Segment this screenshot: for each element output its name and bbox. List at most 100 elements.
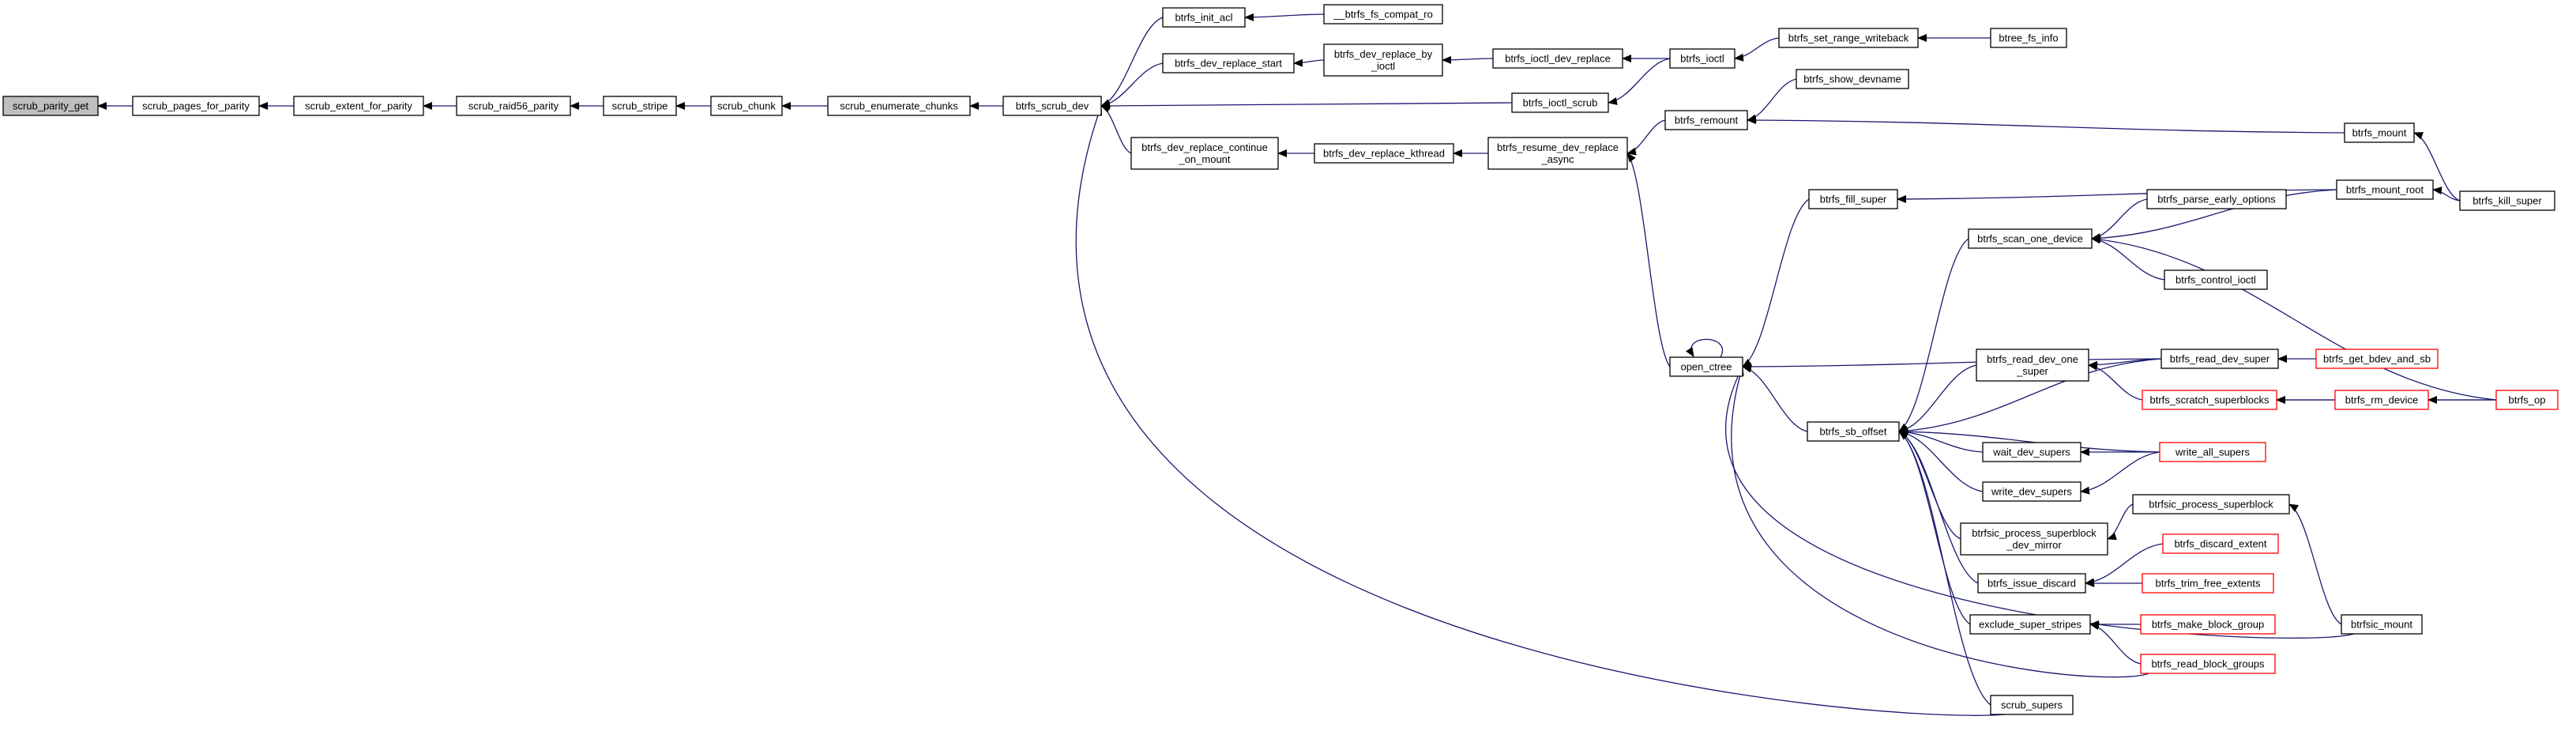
- edge-line: [1898, 429, 1984, 492]
- node-box: [1977, 573, 2086, 594]
- edge-line: [2091, 189, 2337, 243]
- node-box: [2459, 190, 2555, 211]
- node-btrfs-trim-free-extents[interactable]: btrfs_trim_free_extents: [2142, 573, 2274, 594]
- node-btrfs-control-ioctl[interactable]: btrfs_control_ioctl: [2164, 269, 2268, 290]
- node-label: btrfs_mount_root: [2346, 184, 2424, 196]
- node-btrfs-set-range-writeback[interactable]: btrfs_set_range_writeback: [1778, 28, 1919, 48]
- node-btree-fs-info[interactable]: btree_fs_info: [1990, 28, 2067, 48]
- node-label: btrfs_scrub_dev: [1016, 100, 1089, 112]
- node-btrfs-read-dev-super[interactable]: btrfs_read_dev_super: [2160, 349, 2279, 369]
- node-btrfs-show-devname[interactable]: btrfs_show_devname: [1796, 69, 1909, 89]
- node-btrfs-mount[interactable]: btrfs_mount: [2344, 122, 2415, 143]
- node-btrfs-ioctl-scrub[interactable]: btrfs_ioctl_scrub: [1511, 92, 1609, 113]
- edge-open-ctree-to-btrfs-resume-dev-replace-async: [1626, 153, 1671, 367]
- node-btrfsic-process-superblock[interactable]: btrfsic_process_superblock: [2132, 494, 2290, 514]
- node-exclude-super-stripes[interactable]: exclude_super_stripes: [1969, 614, 2091, 635]
- node-label: _dev_mirror: [2006, 539, 2062, 551]
- node-label: btrfs_dev_replace_start: [1175, 58, 1282, 70]
- node-btrfs-read-dev-one-super[interactable]: btrfs_read_dev_one_super: [1976, 349, 2089, 382]
- edge-wait-dev-supers-to-btrfs-sb-offset: [1898, 428, 1984, 453]
- node-box: [1162, 7, 1246, 28]
- edge-line: [2091, 198, 2148, 241]
- node-btrfs-discard-extent[interactable]: btrfs_discard_extent: [2162, 533, 2279, 554]
- edge-line: [1075, 105, 2017, 716]
- node-btrfs-kill-super[interactable]: btrfs_kill_super: [2459, 190, 2555, 211]
- node-box: [1990, 695, 2074, 715]
- node-box: [132, 96, 260, 116]
- node-scrub-raid56-parity[interactable]: scrub_raid56_parity: [456, 96, 571, 116]
- node-btrfs-make-block-group[interactable]: btrfs_make_block_group: [2140, 614, 2276, 635]
- edge-btrfsic-process-superblock-dev-mirror-to-btrfs-sb-offset: [1898, 431, 1961, 540]
- edge-line: [1742, 364, 1808, 432]
- node-write-all-supers[interactable]: write_all_supers: [2159, 442, 2266, 462]
- node-btrfs-scratch-superblocks[interactable]: btrfs_scratch_superblocks: [2142, 390, 2277, 410]
- node-label: exclude_super_stripes: [1979, 619, 2082, 631]
- node-label: btrfs_ioctl: [1680, 53, 1724, 65]
- node-btrfs-dev-replace-by-ioctl[interactable]: btrfs_dev_replace_by_ioctl: [1323, 43, 1443, 77]
- node-label: btrfs_set_range_writeback: [1788, 32, 1909, 44]
- node-scrub-enumerate-chunks[interactable]: scrub_enumerate_chunks: [827, 96, 971, 116]
- edge-line: [1898, 431, 1979, 584]
- edge-btrfs-kill-super-to-btrfs-mount-root: [2432, 187, 2461, 202]
- node-scrub-parity-get[interactable]: scrub_parity_get: [2, 96, 99, 116]
- edge-scrub-supers-to-btrfs-sb-offset: [1898, 431, 1991, 706]
- node-label: btrfs_read_dev_super: [2170, 353, 2270, 365]
- node-btrfs-sb-offset[interactable]: btrfs_sb_offset: [1807, 421, 1900, 442]
- node-box: [1982, 481, 2081, 502]
- edge-btrfs-read-dev-super-to-open-ctree: [1742, 358, 2162, 371]
- node-scrub-extent-for-parity[interactable]: scrub_extent_for_parity: [293, 96, 424, 116]
- node-btrfs-rm-device[interactable]: btrfs_rm_device: [2334, 390, 2429, 410]
- node-open-ctree[interactable]: open_ctree: [1669, 356, 1743, 377]
- node-scrub-chunk[interactable]: scrub_chunk: [710, 96, 783, 116]
- edge-line: [2091, 236, 2497, 401]
- node-box: [1323, 43, 1443, 77]
- edge-line: [1742, 198, 1810, 367]
- node-btrfs-remount[interactable]: btrfs_remount: [1664, 110, 1748, 130]
- node-box: [2, 96, 99, 116]
- node-box: [1669, 356, 1743, 377]
- node-box: [1492, 48, 1623, 69]
- node-btrfs-op[interactable]: btrfs_op: [2495, 390, 2559, 410]
- node-btrfs-init-acl[interactable]: btrfs_init_acl: [1162, 7, 1246, 28]
- edge-line: [1898, 431, 1991, 706]
- node-btrfs-issue-discard[interactable]: btrfs_issue_discard: [1977, 573, 2086, 594]
- node-label: btrfs_remount: [1675, 115, 1739, 126]
- node-box: [1808, 189, 1898, 209]
- node-btrfs-ioctl[interactable]: btrfs_ioctl: [1669, 48, 1736, 69]
- edge-line: [1898, 364, 1977, 434]
- edge-line: [1898, 428, 1984, 453]
- node-btrfs-parse-early-options[interactable]: btrfs_parse_early_options: [2146, 189, 2287, 209]
- node-btrfs-get-bdev-and-sb[interactable]: btrfs_get_bdev_and_sb: [2315, 349, 2439, 369]
- node-box: [1487, 137, 1628, 170]
- node-scrub-stripe[interactable]: scrub_stripe: [603, 96, 677, 116]
- node-btrfs-scan-one-device[interactable]: btrfs_scan_one_device: [1968, 228, 2093, 249]
- node-btrfs-read-block-groups[interactable]: btrfs_read_block_groups: [2140, 654, 2276, 674]
- node-wait-dev-supers[interactable]: wait_dev_supers: [1982, 442, 2081, 462]
- node-label: scrub_extent_for_parity: [305, 100, 412, 112]
- node-btrfs-resume-dev-replace-async[interactable]: btrfs_resume_dev_replace_async: [1487, 137, 1628, 170]
- node-box: [1778, 28, 1919, 48]
- node-btrfs-scrub-dev[interactable]: btrfs_scrub_dev: [1002, 96, 1102, 116]
- node-scrub-supers[interactable]: scrub_supers: [1990, 695, 2074, 715]
- edge-line: [2089, 622, 2142, 665]
- node-label: __btrfs_fs_compat_ro: [1333, 9, 1433, 21]
- node-label: btrfs_scan_one_device: [1977, 233, 2083, 245]
- node-box: [2315, 349, 2439, 369]
- node-btrfs-dev-replace-kthread[interactable]: btrfs_dev_replace_kthread: [1314, 143, 1454, 164]
- node-scrub-pages-for-parity[interactable]: scrub_pages_for_parity: [132, 96, 260, 116]
- node-btrfs-fill-super[interactable]: btrfs_fill_super: [1808, 189, 1898, 209]
- node-btrfs-dev-replace-continue-on-mount[interactable]: btrfs_dev_replace_continue_on_mount: [1130, 137, 1279, 170]
- node-label: btrfs_ioctl_dev_replace: [1505, 53, 1611, 65]
- edge-btrfs-remount-to-btrfs-resume-dev-replace-async: [1626, 119, 1666, 156]
- node-btrfs-fs-compat-ro[interactable]: __btrfs_fs_compat_ro: [1323, 4, 1443, 24]
- node-btrfsic-mount[interactable]: btrfsic_mount: [2341, 614, 2423, 635]
- node-btrfs-mount-root[interactable]: btrfs_mount_root: [2336, 179, 2434, 200]
- node-btrfs-ioctl-dev-replace[interactable]: btrfs_ioctl_dev_replace: [1492, 48, 1623, 69]
- node-btrfsic-process-superblock-dev-mirror[interactable]: btrfsic_process_superblock_dev_mirror: [1960, 522, 2108, 556]
- node-box: [1664, 110, 1748, 130]
- node-label: btrfs_kill_super: [2473, 195, 2542, 207]
- edge-line: [1293, 58, 1325, 67]
- node-label: open_ctree: [1680, 361, 1732, 373]
- node-write-dev-supers[interactable]: write_dev_supers: [1982, 481, 2081, 502]
- node-btrfs-dev-replace-start[interactable]: btrfs_dev_replace_start: [1162, 53, 1295, 73]
